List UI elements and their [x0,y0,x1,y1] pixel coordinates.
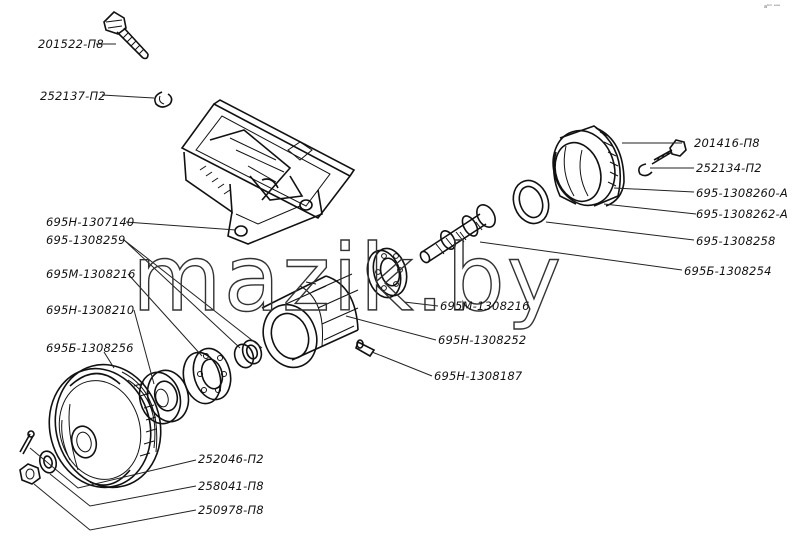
label-201522: 201522-П8 [38,37,104,51]
seal-1308210-drawing [138,369,190,425]
fitting-1308187-drawing [355,339,376,358]
label-1308252: 695Н-1308252 [438,333,526,347]
label-1308262a: 695-1308262-А [696,207,788,221]
label-258041: 258041-П8 [198,479,264,493]
label-252046: 252046-П2 [198,452,264,466]
pulley-1308256-drawing [48,363,162,489]
cover-1308260-drawing [552,125,625,207]
watermark-text: mazik.by [132,225,563,332]
ring-1308258-drawing [512,179,550,225]
clip-252134-drawing [638,163,653,177]
label-250978: 250978-П8 [198,503,264,517]
bolt-201416-drawing [651,139,687,165]
corner-mark: aᵇᵐ ᵉᵃᵉ [764,4,780,10]
label-1308216-lower: 695М-1308216 [46,267,136,281]
label-252134: 252134-П2 [696,161,762,175]
washer-258041-drawing [38,450,58,474]
label-201416: 201416-П8 [694,136,760,150]
shaft-1308254-drawing [419,204,496,264]
bearing-1308216-lower-drawing [182,347,232,405]
label-1308260a: 695-1308260-А [696,186,788,200]
bearing-1308216-upper-drawing [366,247,408,299]
label-1307140: 695Н-1307140 [46,215,134,229]
clip-252137-drawing [154,91,173,108]
bracket-1307140-drawing [180,99,356,245]
label-252137: 252137-П2 [40,89,106,103]
label-1308210: 695Н-1308210 [46,303,134,317]
sleeve-1308259-drawing [233,339,263,369]
label-1308216-upper: 695М-1308216 [440,299,530,313]
label-1308256: 695Б-1308256 [46,341,134,355]
leader-lines [29,43,697,531]
hub-1308252-drawing [261,273,359,369]
cotter-pin-252046-drawing [19,430,35,455]
bolt-201522-drawing [103,10,149,60]
label-1308254: 695Б-1308254 [684,264,772,278]
label-1308187: 695Н-1308187 [434,369,523,383]
label-1308258: 695-1308258 [696,234,776,248]
nut-250978-drawing [19,463,41,485]
label-1308259: 695-1308259 [46,233,126,247]
